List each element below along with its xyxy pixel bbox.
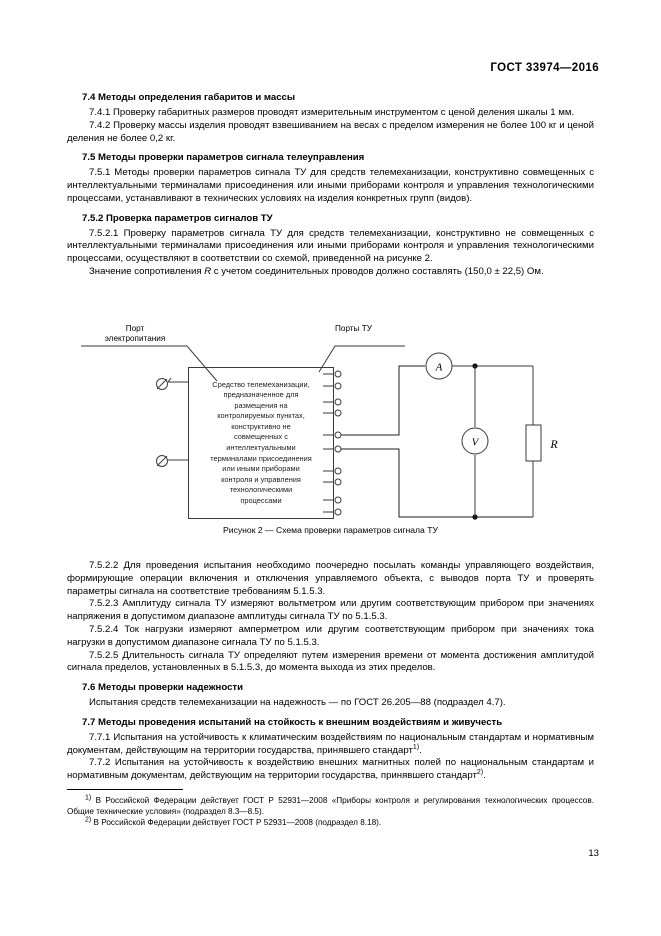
terminal-8 <box>334 478 342 486</box>
terminal-3 <box>334 398 342 406</box>
paragraph-7-7-1: 7.7.1 Испытания на устойчивость к климат… <box>67 732 594 758</box>
paragraph-7-7-2-text: 7.7.2 Испытания на устойчивость к воздей… <box>67 757 594 782</box>
resistor-label: R <box>549 437 558 451</box>
section-heading-7-4: 7.4 Методы определения габаритов и массы <box>82 92 296 103</box>
footnote-2-text: В Российской Федерации действует ГОСТ Р … <box>91 818 382 828</box>
footnote-2-marker: 2) <box>85 816 92 824</box>
port-power-label: Порт электропитания <box>104 324 166 344</box>
footnote-1-marker: 1) <box>85 794 92 802</box>
paragraph-7-4-1: 7.4.1 Проверку габаритных размеров прово… <box>89 106 575 118</box>
paragraph-7-5-2-3: 7.5.2.3 Амплитуду сигнала ТУ измеряют во… <box>67 598 594 623</box>
section-heading-7-5: 7.5 Методы проверки параметров сигнала т… <box>82 152 365 164</box>
section-heading-7-5-2: 7.5.2 Проверка параметров сигналов ТУ <box>82 212 273 224</box>
ammeter-label: A <box>435 362 443 374</box>
connector-slash-1 <box>156 378 168 390</box>
paragraph-resistance: Значение сопротивления R с учетом соедин… <box>67 266 594 279</box>
terminal-1 <box>334 370 342 378</box>
terminal-4 <box>334 409 342 417</box>
leader-power <box>81 345 218 382</box>
telemechanization-device-box: Средство телемеханизации, предназначенно… <box>188 367 334 519</box>
resistance-text-after: с учетом соединительных проводов должно … <box>211 265 544 277</box>
paragraph-7-7-1-text: 7.7.1 Испытания на устойчивость к климат… <box>67 731 594 756</box>
figure-circuit-svg: A V R <box>81 345 558 520</box>
paragraph-7-5-2-4: 7.5.2.4 Ток нагрузки измеряют амперметро… <box>67 623 594 648</box>
footnote-2: 2) В Российской Федерации действует ГОСТ… <box>67 816 594 828</box>
paragraph-7-7-2: 7.7.2 Испытания на устойчивость к воздей… <box>67 757 594 783</box>
document-body-lower: 7.5.2.2 Для проведения испытания необход… <box>67 560 594 783</box>
voltmeter-circle <box>461 427 489 455</box>
connector-symbol-2 <box>156 455 168 467</box>
terminal-9 <box>334 496 342 504</box>
section-heading-7-6: 7.6 Методы проверки надежности <box>82 682 243 694</box>
port-tu-label: Порты ТУ <box>335 324 372 333</box>
connector-tick-1 <box>167 377 172 383</box>
section-heading-7-7: 7.7 Методы проведения испытаний на стойк… <box>82 716 503 728</box>
figure-2: Порт электропитания Порты ТУ Средство те… <box>67 324 594 546</box>
terminal-6 <box>334 445 342 453</box>
leader-tu <box>318 345 405 373</box>
paragraph-7-7-2-tail: . <box>483 770 486 782</box>
resistor-body <box>525 424 542 462</box>
document-body: 7.4 Методы определения габаритов и массы… <box>67 92 594 279</box>
paragraph-7-5-1: 7.5.1 Методы проверки параметров сигнала… <box>67 167 594 204</box>
footnote-separator <box>67 789 183 790</box>
footnote-1: 1) В Российской Федерации действует ГОСТ… <box>67 794 594 817</box>
paragraph-7-4-2: 7.4.2 Проверку массы изделия проводят вз… <box>67 119 594 144</box>
wire-bottom <box>341 448 533 518</box>
terminal-10 <box>334 508 342 516</box>
figure-caption: Рисунок 2 — Схема проверки параметров си… <box>223 525 438 535</box>
paragraph-7-5-2-1: 7.5.2.1 Проверку параметров сигнала ТУ д… <box>67 227 594 265</box>
paragraph-7-5-2-5: 7.5.2.5 Длительность сигнала ТУ определя… <box>67 649 594 674</box>
wire-top <box>341 365 425 436</box>
resistance-symbol: R <box>204 265 212 277</box>
terminal-7 <box>334 467 342 475</box>
footnote-1-text: В Российской Федерации действует ГОСТ Р … <box>67 796 594 817</box>
paragraph-7-7-1-tail: . <box>419 744 422 756</box>
paragraph-7-5-2-2: 7.5.2.2 Для проведения испытания необход… <box>67 560 594 597</box>
terminal-5 <box>334 431 342 439</box>
voltmeter-label: V <box>472 437 480 449</box>
paragraph-7-6-1: Испытания средств телемеханизации на над… <box>89 697 506 709</box>
page-number: 13 <box>588 848 599 859</box>
footnotes-block: 1) В Российской Федерации действует ГОСТ… <box>67 789 594 828</box>
connector-symbol-1 <box>156 378 168 390</box>
footnote-ref-1[interactable]: 1) <box>412 743 420 751</box>
page-header: ГОСТ 33974—2016 <box>490 62 599 74</box>
resistance-text-before: Значение сопротивления <box>89 265 205 277</box>
footnote-ref-2[interactable]: 2) <box>476 769 484 777</box>
device-box-text: Средство телемеханизации, предназначенно… <box>210 379 312 505</box>
connector-slash-2 <box>156 455 168 467</box>
terminal-2 <box>334 382 342 390</box>
